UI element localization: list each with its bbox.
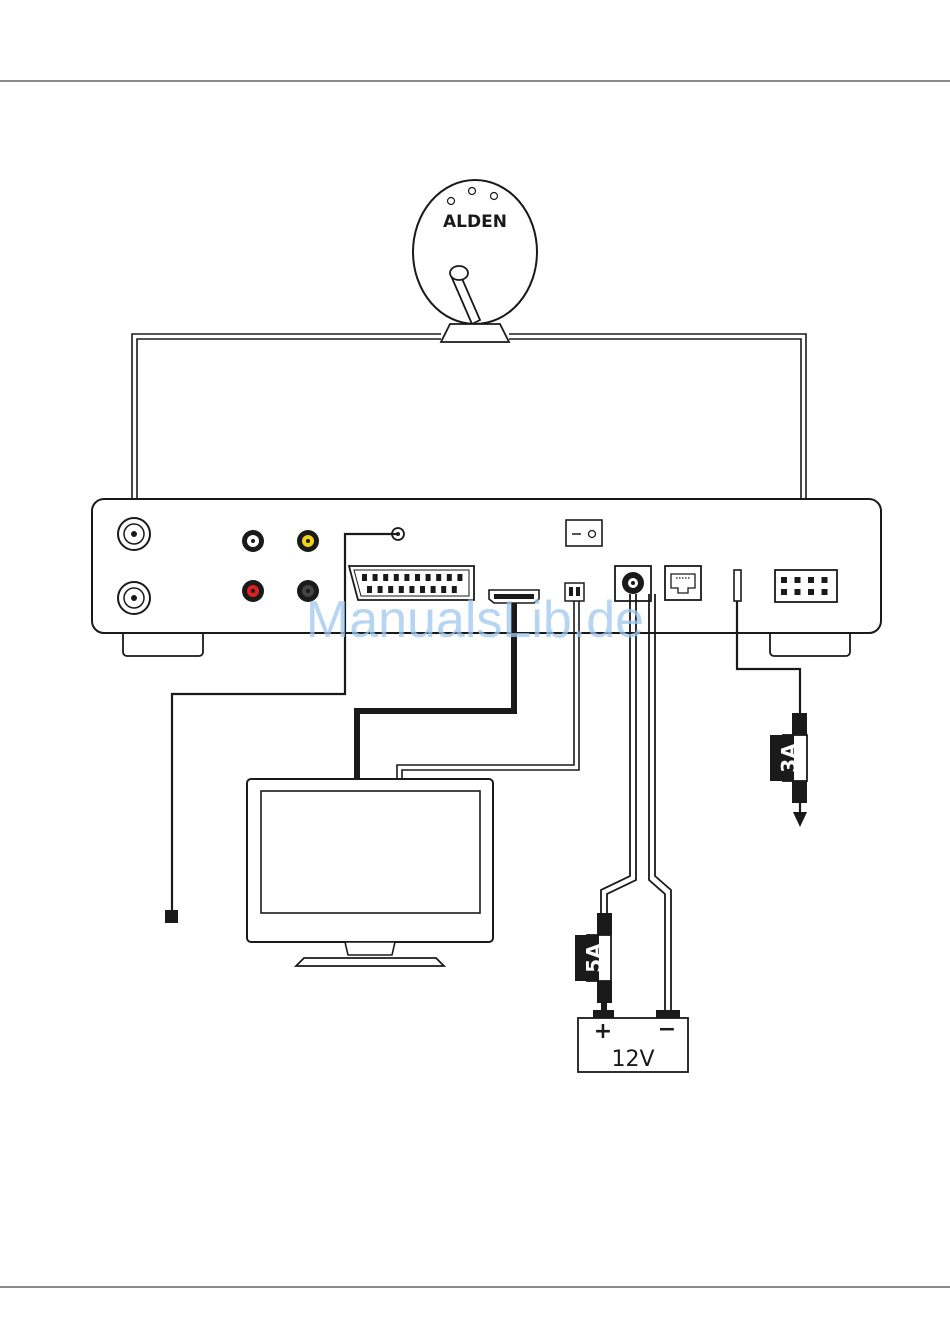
scart-pin [383,574,388,581]
watermark: ManualsLib.de [306,591,644,649]
dish-brand-logo: ALDEN [443,212,507,232]
control-pin [781,577,787,583]
battery-voltage-label: 12V [611,1047,654,1072]
power-switch [566,520,602,546]
dish-reflector [413,180,537,324]
scart-pin [362,574,367,581]
dish-dot [491,193,498,200]
battery-minus-sign: − [658,1017,676,1042]
scart-pin [457,574,462,581]
scart-pin [426,574,431,581]
control-pin [781,589,787,595]
scart-pin [436,574,441,581]
television [247,779,493,966]
ignition-fuse: 3A [770,713,807,803]
rca-yellow-jack [297,530,319,552]
control-pin [795,577,801,583]
control-pin [808,589,814,595]
scart-pin [394,574,399,581]
control-pin [822,577,828,583]
ignition-input [734,570,741,601]
dish-lnb [450,266,468,280]
satellite-dish: ALDEN [413,180,537,342]
tv-screen [261,791,480,913]
ir-sensor-eye [165,910,178,923]
battery-12v: + − 12V [578,1010,688,1072]
battery-plus-sign: + [594,1019,612,1044]
control-pin [808,577,814,583]
dish-dot [469,188,476,195]
ignition-fuse-label: 3A [777,743,801,773]
main-fuse: 5A [575,913,612,1013]
dish-dot [448,198,455,205]
control-pin [795,589,801,595]
tv-neck [345,942,395,955]
ignition-arrow-icon [793,812,807,827]
ethernet-port [665,566,701,600]
rca-red-jack [242,580,264,602]
dish-control-connector [775,570,837,602]
scart-pin [404,574,409,581]
dish-base [441,324,509,342]
power-negative-wire [649,594,671,1012]
lnb-in-connector [118,518,150,550]
rca-white-jack [242,530,264,552]
tv-stand [296,958,444,966]
scart-pin [415,574,420,581]
lnb-out-connector [118,582,150,614]
control-pin [822,589,828,595]
main-fuse-label: 5A [582,943,606,973]
scart-pin [447,574,452,581]
scart-pin [373,574,378,581]
